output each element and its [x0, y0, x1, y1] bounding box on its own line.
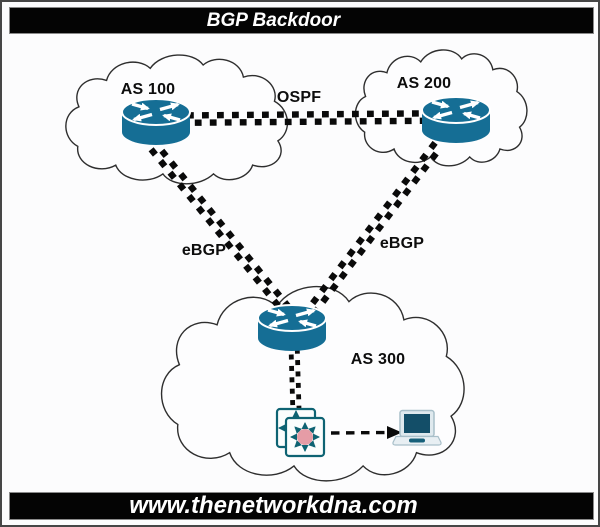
page-title: BGP Backdoor	[206, 9, 341, 31]
router-icon-as200	[422, 97, 490, 143]
router-icon-as300	[258, 305, 326, 351]
footer-url: www.thenetworkdna.com	[129, 492, 418, 519]
ebgp-link-right	[303, 140, 444, 319]
router-icon-as100	[122, 99, 190, 145]
switch-to-laptop-arrow	[330, 426, 402, 439]
multilayer-switch-icon	[275, 407, 326, 458]
label-ospf: OSPF	[276, 89, 322, 106]
label-as-300: AS 300	[350, 351, 406, 368]
title-bar: BGP Backdoor	[10, 8, 593, 33]
footer-bar: www.thenetworkdna.com	[10, 492, 593, 519]
router-to-switch-link	[288, 342, 302, 413]
ospf-link	[186, 110, 425, 126]
label-ebgp-left: eBGP	[181, 242, 227, 259]
label-as-200: AS 200	[396, 75, 452, 92]
ebgp-link-left	[148, 142, 294, 317]
label-as-100: AS 100	[120, 81, 176, 98]
label-ebgp-right: eBGP	[379, 235, 425, 252]
laptop-icon	[392, 409, 442, 446]
